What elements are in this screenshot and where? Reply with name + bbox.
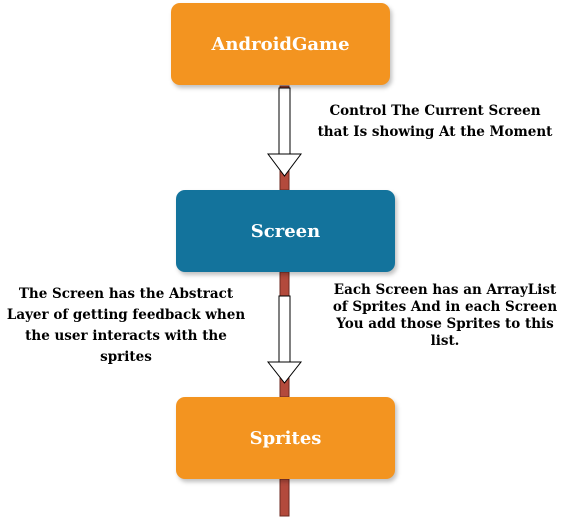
node-android-game-label: AndroidGame bbox=[211, 33, 350, 55]
annotation-abstract-layer: The Screen has the Abstract Layer of get… bbox=[0, 284, 252, 368]
annotation-control: Control The Current Screen that Is showi… bbox=[300, 101, 570, 143]
annotation-arraylist: Each Screen has an ArrayList of Sprites … bbox=[320, 282, 570, 350]
node-sprites: Sprites bbox=[176, 397, 395, 479]
node-android-game: AndroidGame bbox=[171, 3, 390, 85]
annotation-control-text: Control The Current Screen that Is showi… bbox=[317, 103, 553, 140]
arrow-down-icon bbox=[266, 295, 303, 384]
annotation-abstract-layer-text: The Screen has the Abstract Layer of get… bbox=[6, 286, 246, 365]
connector-line-bottom bbox=[279, 478, 290, 517]
arrow-down-icon bbox=[267, 87, 302, 177]
annotation-arraylist-text: Each Screen has an ArrayList of Sprites … bbox=[332, 282, 558, 349]
node-screen-label: Screen bbox=[250, 220, 321, 242]
node-screen: Screen bbox=[176, 190, 395, 272]
node-sprites-label: Sprites bbox=[249, 427, 322, 449]
